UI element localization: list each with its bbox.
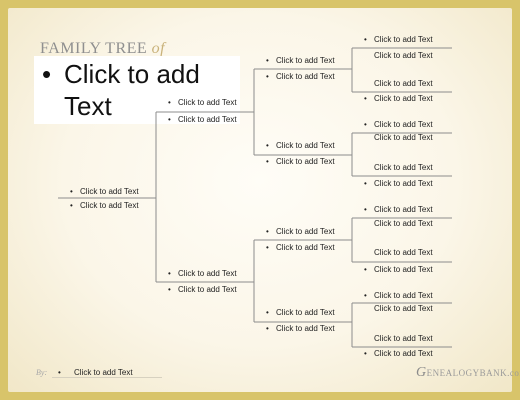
- tree-slot-gen2-3[interactable]: • Click to add Text: [168, 285, 237, 295]
- text-placeholder[interactable]: • Click to add Text: [42, 58, 234, 122]
- author-slot[interactable]: • Click to add Text: [58, 368, 133, 377]
- slot-label[interactable]: Click to add Text: [374, 349, 433, 358]
- slot-bullet: •: [266, 243, 269, 252]
- slot-label[interactable]: Click to add Text: [80, 201, 139, 210]
- slot-label[interactable]: Click to add Text: [374, 133, 433, 142]
- slot-label[interactable]: Click to add Text: [276, 243, 335, 252]
- slide-title: FAMILY TREE of: [40, 40, 165, 58]
- slot-bullet: •: [266, 141, 269, 150]
- slot-bullet: •: [364, 179, 367, 188]
- tree-slot-gen3-4[interactable]: • Click to add Text: [266, 227, 335, 237]
- slot-bullet: •: [168, 98, 171, 107]
- tree-slot-gen3-7[interactable]: • Click to add Text: [266, 324, 335, 334]
- tree-slot-gen4-8[interactable]: • Click to add Text: [364, 205, 433, 215]
- slot-label[interactable]: Click to add Text: [374, 334, 433, 343]
- slot-bullet: •: [70, 187, 73, 196]
- tree-slot-gen4-13[interactable]: Click to add Text: [374, 304, 433, 314]
- slot-label[interactable]: Click to add Text: [374, 163, 433, 172]
- slot-label[interactable]: Click to add Text: [80, 187, 139, 196]
- slot-label[interactable]: Click to add Text: [374, 291, 433, 300]
- placeholder-bullet: •: [42, 59, 52, 89]
- tree-slot-gen3-1[interactable]: • Click to add Text: [266, 72, 335, 82]
- slot-label[interactable]: Click to add Text: [276, 56, 335, 65]
- tree-slot-gen3-5[interactable]: • Click to add Text: [266, 243, 335, 253]
- slot-label[interactable]: Click to add Text: [374, 265, 433, 274]
- slot-bullet: •: [70, 201, 73, 210]
- tree-slot-gen4-15[interactable]: • Click to add Text: [364, 349, 433, 359]
- by-underline: [52, 377, 162, 378]
- tree-slot-gen3-3[interactable]: • Click to add Text: [266, 157, 335, 167]
- slot-label[interactable]: Click to add Text: [178, 115, 237, 124]
- slot-bullet: •: [266, 308, 269, 317]
- placeholder-box[interactable]: [34, 56, 240, 124]
- slot-bullet: •: [364, 265, 367, 274]
- slot-bullet: •: [266, 72, 269, 81]
- tree-slot-gen2-1[interactable]: • Click to add Text: [168, 115, 237, 125]
- slot-bullet: •: [364, 205, 367, 214]
- slot-label[interactable]: Click to add Text: [276, 141, 335, 150]
- slot-bullet: •: [364, 120, 367, 129]
- slot-label[interactable]: Click to add Text: [276, 227, 335, 236]
- tree-slot-gen4-4[interactable]: • Click to add Text: [364, 120, 433, 130]
- tree-slot-gen4-5[interactable]: Click to add Text: [374, 133, 433, 143]
- tree-slot-gen3-2[interactable]: • Click to add Text: [266, 141, 335, 151]
- tree-slot-gen4-12[interactable]: • Click to add Text: [364, 291, 433, 301]
- tree-slot-gen4-14[interactable]: Click to add Text: [374, 334, 433, 344]
- slot-label[interactable]: Click to add Text: [374, 304, 433, 313]
- slot-bullet: •: [58, 368, 61, 377]
- placeholder-text[interactable]: Click to add Text: [64, 59, 200, 121]
- slot-label[interactable]: Click to add Text: [374, 205, 433, 214]
- tree-slot-gen4-1[interactable]: Click to add Text: [374, 51, 433, 61]
- tree-slot-gen3-6[interactable]: • Click to add Text: [266, 308, 335, 318]
- slot-label[interactable]: Click to add Text: [374, 35, 433, 44]
- title-main: FAMILY TREE: [40, 40, 148, 57]
- slot-bullet: •: [168, 269, 171, 278]
- tree-slot-gen4-11[interactable]: • Click to add Text: [364, 265, 433, 275]
- tree-slot-gen4-3[interactable]: • Click to add Text: [364, 94, 433, 104]
- slot-label[interactable]: Click to add Text: [178, 285, 237, 294]
- slot-label[interactable]: Click to add Text: [374, 120, 433, 129]
- logo-initial: G: [416, 365, 427, 380]
- tree-slot-gen1-0[interactable]: • Click to add Text: [70, 187, 139, 197]
- slot-bullet: •: [266, 56, 269, 65]
- tree-slot-gen4-7[interactable]: • Click to add Text: [364, 179, 433, 189]
- slot-label[interactable]: Click to add Text: [276, 157, 335, 166]
- tree-slot-gen4-9[interactable]: Click to add Text: [374, 219, 433, 229]
- tree-slot-gen1-1[interactable]: • Click to add Text: [70, 201, 139, 211]
- tree-slot-gen3-0[interactable]: • Click to add Text: [266, 56, 335, 66]
- slot-label[interactable]: Click to add Text: [178, 269, 237, 278]
- tree-slot-gen2-2[interactable]: • Click to add Text: [168, 269, 237, 279]
- logo-text: ENEALOGYBANK.com: [426, 368, 520, 378]
- slot-label[interactable]: Click to add Text: [374, 248, 433, 257]
- slot-bullet: •: [364, 94, 367, 103]
- slot-bullet: •: [168, 285, 171, 294]
- slot-bullet: •: [266, 157, 269, 166]
- slot-label[interactable]: Click to add Text: [276, 308, 335, 317]
- tree-slot-gen2-0[interactable]: • Click to add Text: [168, 98, 237, 108]
- slot-label[interactable]: Click to add Text: [374, 219, 433, 228]
- slot-bullet: •: [168, 115, 171, 124]
- slot-label[interactable]: Click to add Text: [374, 79, 433, 88]
- slot-bullet: •: [266, 324, 269, 333]
- slot-bullet: •: [364, 35, 367, 44]
- genealogybank-logo: GENEALOGYBANK.com: [416, 365, 520, 381]
- slot-label[interactable]: Click to add Text: [374, 94, 433, 103]
- slot-bullet: •: [364, 291, 367, 300]
- slot-label[interactable]: Click to add Text: [276, 72, 335, 81]
- slot-label[interactable]: Click to add Text: [374, 179, 433, 188]
- slot-label[interactable]: Click to add Text: [178, 98, 237, 107]
- slot-label[interactable]: Click to add Text: [276, 324, 335, 333]
- slot-bullet: •: [266, 227, 269, 236]
- tree-slot-gen4-0[interactable]: • Click to add Text: [364, 35, 433, 45]
- title-of: of: [151, 40, 166, 57]
- slot-bullet: •: [364, 349, 367, 358]
- tree-slot-gen4-10[interactable]: Click to add Text: [374, 248, 433, 258]
- author-label[interactable]: Click to add Text: [74, 368, 133, 377]
- slot-label[interactable]: Click to add Text: [374, 51, 433, 60]
- tree-slot-gen4-6[interactable]: Click to add Text: [374, 163, 433, 173]
- by-label: By:: [36, 368, 48, 377]
- tree-slot-gen4-2[interactable]: Click to add Text: [374, 79, 433, 89]
